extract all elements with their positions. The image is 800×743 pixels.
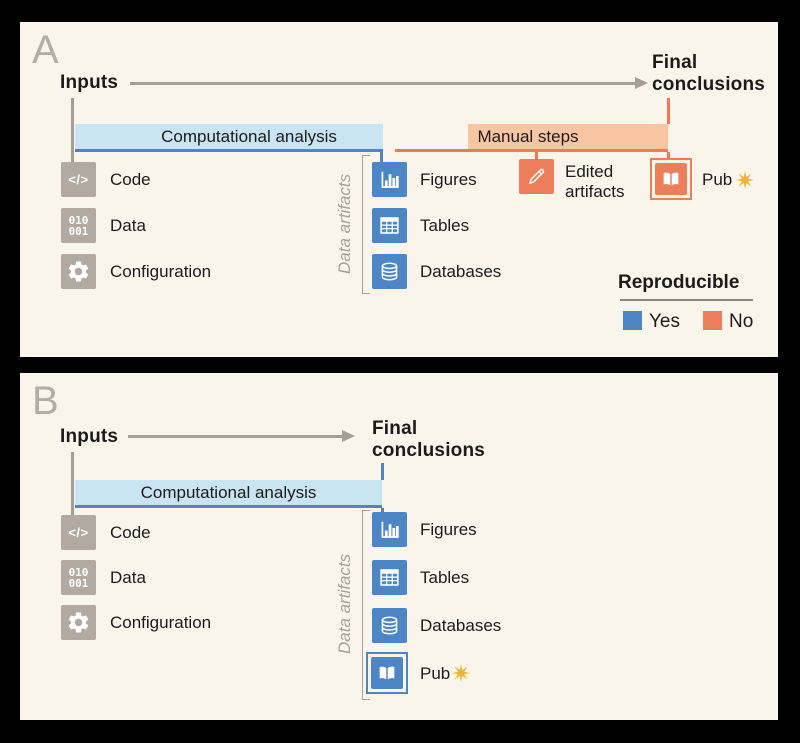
figures-label: Figures — [420, 519, 477, 539]
legend-title: Reproducible — [618, 272, 740, 293]
flow-arrow-shaft — [130, 82, 635, 85]
sparkle-icon — [452, 664, 470, 687]
code-label: Code — [110, 522, 151, 542]
gear-icon — [61, 254, 96, 289]
data-artifacts-bracket — [362, 155, 370, 294]
table-icon — [372, 560, 407, 595]
figures-label: Figures — [420, 169, 477, 189]
legend-no-label: No — [729, 311, 754, 332]
table-icon — [372, 208, 407, 243]
panel-a: A Inputs Final conclusions Computational… — [20, 22, 778, 357]
manual-steps-baseline — [395, 149, 668, 152]
panel-b-letter: B — [32, 379, 59, 423]
pub-label: Pub — [702, 169, 733, 189]
computational-analysis-bar: Computational analysis — [75, 480, 382, 508]
databases-label: Databases — [420, 615, 502, 635]
legend-no-swatch — [703, 311, 722, 330]
configuration-label: Configuration — [110, 612, 212, 632]
manual-steps-label: Manual steps — [477, 126, 579, 146]
code-icon: </> — [61, 515, 96, 550]
legend-rule — [620, 299, 753, 301]
manual-to-edited-line — [535, 152, 538, 160]
configuration-label: Configuration — [110, 261, 212, 281]
data-label: Data — [110, 567, 146, 587]
computational-analysis-bar: Computational analysis — [75, 124, 383, 152]
pub-outline-box — [366, 652, 408, 694]
data-label: Data — [110, 215, 146, 235]
panel-b: B Inputs Final conclusions Computational… — [20, 373, 778, 720]
database-icon — [372, 608, 407, 643]
final-conclusions-label: Final conclusions — [372, 418, 486, 461]
code-icon: </> — [61, 162, 96, 197]
bar-chart-icon — [372, 512, 407, 547]
bar-chart-icon — [372, 162, 407, 197]
edited-artifacts-label: Edited artifacts — [565, 162, 625, 201]
database-icon — [372, 254, 407, 289]
manual-steps-bar: Manual steps — [468, 124, 668, 149]
conclusions-drop-line-top — [381, 463, 384, 480]
final-conclusions-label: Final conclusions — [652, 52, 766, 95]
flow-arrow-shaft — [128, 435, 342, 438]
book-icon — [371, 657, 403, 689]
tables-label: Tables — [420, 215, 470, 235]
panel-a-letter: A — [32, 28, 59, 72]
computational-analysis-label: Computational analysis — [140, 482, 317, 502]
pencil-icon — [519, 159, 554, 194]
conclusions-drop-line-bottom — [667, 152, 670, 159]
sparkle-icon — [736, 171, 754, 194]
pub-label: Pub — [420, 663, 451, 683]
pub-outline-box — [650, 158, 692, 200]
inputs-label: Inputs — [60, 426, 119, 447]
data-artifacts-label: Data artifacts — [335, 553, 354, 655]
legend-yes-label: Yes — [649, 311, 680, 332]
gear-icon — [61, 605, 96, 640]
data-artifacts-label: Data artifacts — [335, 173, 354, 275]
legend-yes-swatch — [623, 311, 642, 330]
tables-label: Tables — [420, 567, 470, 587]
code-label: Code — [110, 169, 151, 189]
arrow-head-icon — [635, 77, 648, 89]
conclusions-drop-line-bottom — [381, 508, 384, 514]
inputs-drop-line — [71, 452, 74, 515]
arrow-head-icon — [342, 430, 355, 442]
book-icon — [655, 163, 687, 195]
inputs-drop-line — [71, 98, 74, 162]
computational-to-figures-line — [380, 152, 383, 162]
conclusions-drop-line-top — [667, 98, 670, 124]
computational-analysis-label: Computational analysis — [161, 126, 337, 146]
inputs-label: Inputs — [60, 72, 119, 93]
data-artifacts-bracket — [362, 510, 370, 700]
databases-label: Databases — [420, 261, 502, 281]
